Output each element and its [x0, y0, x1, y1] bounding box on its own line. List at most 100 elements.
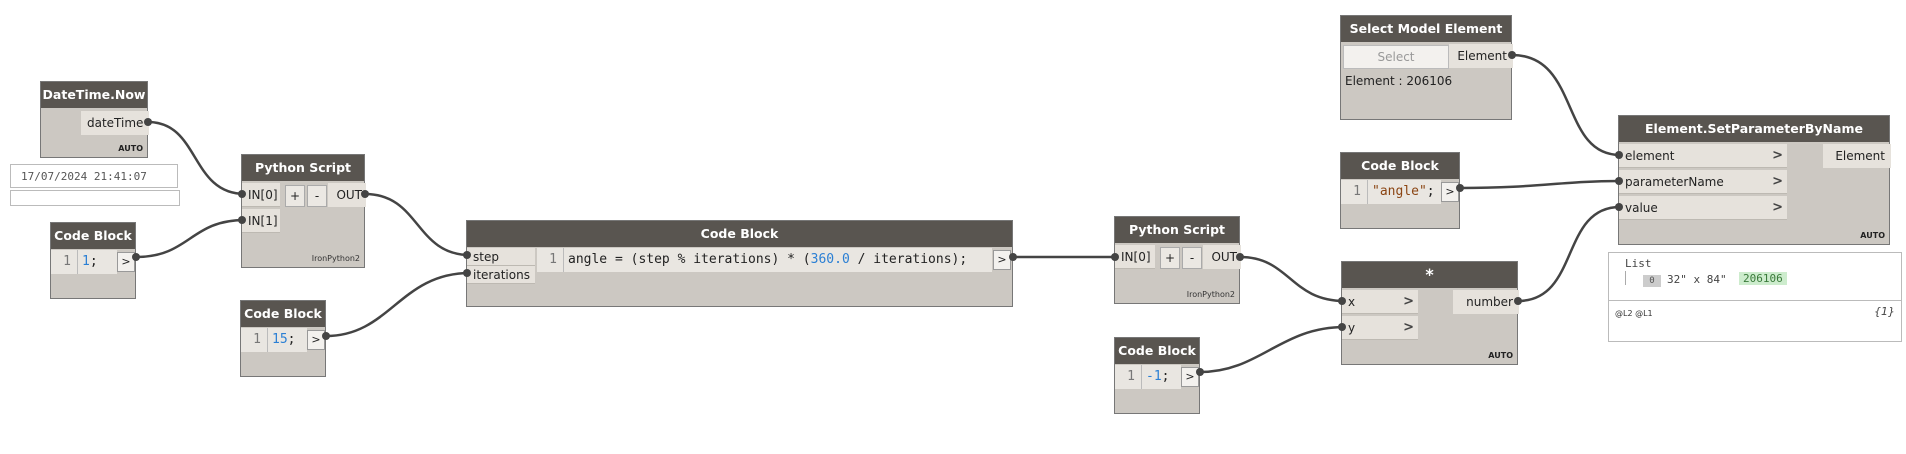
code-value: -1: [1146, 369, 1162, 384]
wire-python1-to-step: [364, 192, 471, 257]
code-part-b: / iterations);: [849, 252, 968, 267]
in1-port[interactable]: IN[1]: [242, 209, 280, 233]
set-element-input-dot[interactable]: [1615, 151, 1623, 159]
output-port[interactable]: >: [993, 250, 1011, 270]
code-line[interactable]: 1"angle";: [1341, 180, 1441, 204]
datetime-output-dot[interactable]: [144, 118, 152, 126]
element-output-port[interactable]: Element: [1449, 44, 1513, 68]
out-port[interactable]: OUT: [1203, 245, 1241, 269]
auto-badge: AUTO: [1860, 231, 1885, 240]
python-script-2-node[interactable]: Python Script IN[0] + - OUT IronPython2: [1114, 216, 1241, 304]
select-element-output-dot[interactable]: [1508, 51, 1516, 59]
code-block-angle-output-dot[interactable]: [1456, 184, 1464, 192]
in0-port[interactable]: IN[0]: [1115, 245, 1155, 269]
python2-out-dot[interactable]: [1236, 253, 1244, 261]
wire-number-to-set: [1517, 205, 1621, 303]
multiply-output-dot[interactable]: [1514, 297, 1522, 305]
out-port[interactable]: OUT: [328, 183, 366, 207]
step-input-port[interactable]: step: [467, 248, 535, 266]
chevron-right-icon: >: [1772, 174, 1783, 189]
node-title: Select Model Element: [1341, 16, 1511, 42]
set-parameter-by-name-node[interactable]: Element.SetParameterByName element> para…: [1618, 115, 1891, 245]
select-button[interactable]: Select: [1343, 45, 1449, 69]
output-port[interactable]: >: [117, 252, 135, 272]
auto-badge: AUTO: [1488, 351, 1513, 360]
code-number: 360.0: [810, 252, 850, 267]
element-label: element: [1625, 149, 1675, 163]
line-number: 1: [51, 250, 78, 274]
code-block-angle-string-node[interactable]: Code Block 1"angle"; >: [1340, 152, 1460, 229]
value-input-port[interactable]: value>: [1619, 196, 1787, 220]
x-input-port[interactable]: x>: [1342, 290, 1418, 314]
multiply-x-dot[interactable]: [1338, 297, 1346, 305]
python1-out-dot[interactable]: [361, 190, 369, 198]
output-port[interactable]: >: [1181, 367, 1199, 387]
node-title: *: [1342, 262, 1517, 288]
python2-in0-dot[interactable]: [1111, 253, 1119, 261]
chevron-right-icon: >: [1403, 320, 1414, 335]
remove-input-button[interactable]: -: [1182, 247, 1202, 269]
element-input-port[interactable]: element>: [1619, 144, 1787, 168]
wire-python2-to-x: [1239, 255, 1346, 303]
wire-element-to-set: [1511, 53, 1621, 157]
add-input-button[interactable]: +: [1160, 247, 1180, 269]
code-block-1-output-dot[interactable]: [132, 253, 140, 261]
angle-iterations-dot[interactable]: [463, 269, 471, 277]
list-label: List: [1625, 257, 1652, 270]
set-value-input-dot[interactable]: [1615, 203, 1623, 211]
y-input-port[interactable]: y>: [1342, 316, 1418, 340]
y-label: y: [1348, 321, 1356, 335]
select-model-element-node[interactable]: Select Model Element Select Element Elem…: [1340, 15, 1513, 120]
code-part-a: angle = (step % iterations) * (: [568, 252, 811, 267]
chevron-right-icon: >: [1403, 294, 1414, 309]
list-count: {1}: [1874, 305, 1895, 318]
code-block-15-output-dot[interactable]: [322, 332, 330, 340]
datetime-output-port[interactable]: dateTime: [81, 111, 149, 135]
code-suffix: ;: [287, 332, 296, 347]
node-title: Code Block: [467, 221, 1012, 247]
set-parameter-preview-footer: @L2 @L1 {1}: [1608, 300, 1902, 342]
output-port[interactable]: >: [307, 330, 325, 350]
python1-in0-dot[interactable]: [238, 190, 246, 198]
auto-badge: AUTO: [118, 144, 143, 153]
angle-output-dot[interactable]: [1009, 253, 1017, 261]
tree-branch-icon: [1625, 271, 1626, 285]
engine-label: IronPython2: [1186, 290, 1235, 299]
line-number: 1: [1341, 180, 1368, 204]
parameter-name-input-port[interactable]: parameterName >: [1619, 170, 1787, 194]
number-output-port[interactable]: number: [1453, 290, 1519, 314]
datetime-preview-footer: [10, 190, 180, 206]
set-parameter-input-dot[interactable]: [1615, 177, 1623, 185]
element-output-port[interactable]: Element: [1823, 144, 1891, 168]
code-block-neg1-output-dot[interactable]: [1196, 368, 1204, 376]
node-title: Code Block: [1115, 338, 1199, 364]
node-title: Code Block: [1341, 153, 1459, 179]
code-line[interactable]: 1-1;: [1115, 365, 1181, 389]
add-input-button[interactable]: +: [285, 185, 305, 207]
parameter-name-label: parameterName: [1625, 175, 1724, 189]
python-script-1-node[interactable]: Python Script IN[0] + - OUT IN[1] IronPy…: [241, 154, 366, 268]
wire-datetime-to-python1: [147, 120, 246, 196]
remove-input-button[interactable]: -: [307, 185, 327, 207]
node-title: Code Block: [241, 301, 325, 327]
code-block-neg1-node[interactable]: Code Block 1-1; >: [1114, 337, 1200, 414]
wire-angle-string-to-set: [1459, 179, 1621, 190]
node-title: Python Script: [1115, 217, 1239, 243]
angle-step-dot[interactable]: [463, 251, 471, 259]
python1-in1-dot[interactable]: [238, 216, 246, 224]
engine-label: IronPython2: [311, 254, 360, 263]
multiply-node[interactable]: * x> y> number AUTO: [1341, 261, 1519, 365]
list-index: 0: [1643, 275, 1661, 287]
in0-port[interactable]: IN[0]: [242, 183, 280, 207]
iterations-input-port[interactable]: iterations: [467, 266, 535, 284]
output-port[interactable]: >: [1441, 182, 1459, 202]
x-label: x: [1348, 295, 1356, 309]
datetime-now-node[interactable]: DateTime.Now dateTime AUTO: [40, 81, 149, 158]
multiply-y-dot[interactable]: [1338, 323, 1346, 331]
